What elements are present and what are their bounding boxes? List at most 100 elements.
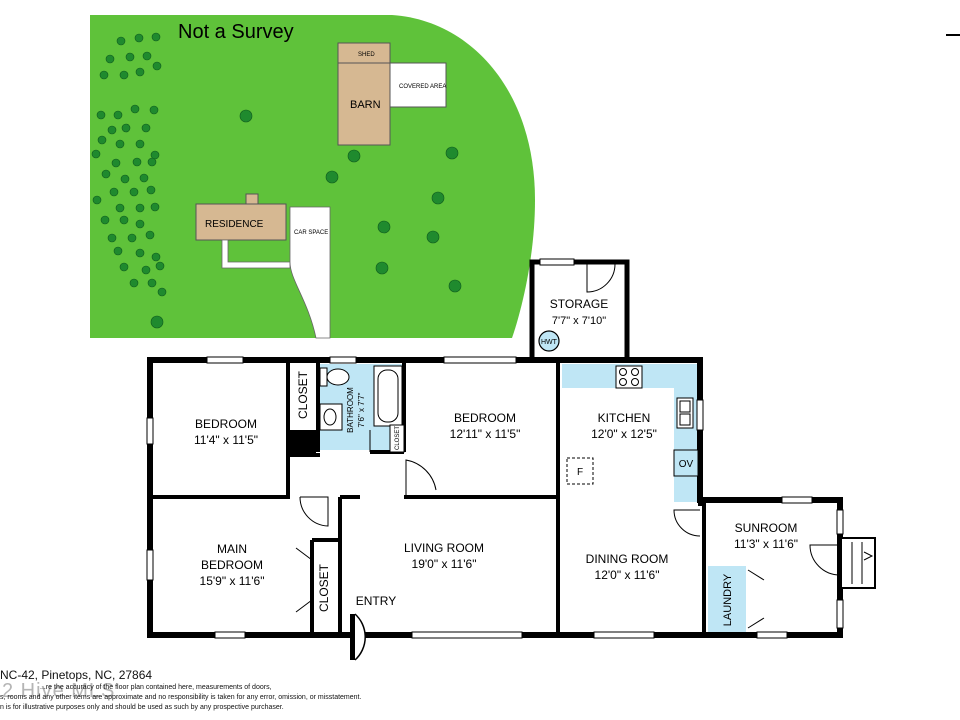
- storage-walls: [529, 259, 630, 358]
- laundry-label: LAUNDRY: [722, 573, 734, 626]
- car-space-label: CAR SPACE: [294, 230, 328, 236]
- tree-icon: [325, 170, 339, 184]
- kitchen-fixtures: [566, 365, 699, 485]
- tree-icon: [426, 230, 440, 244]
- tree-icon: [151, 32, 161, 42]
- exterior-steps: [840, 537, 876, 589]
- main-bedroom-name2: BEDROOM: [201, 558, 263, 572]
- tree-icon: [377, 220, 391, 234]
- main-bedroom-name1: MAIN: [217, 542, 247, 556]
- tree-icon: [139, 173, 149, 183]
- tree-icon: [97, 135, 107, 145]
- shed-label: SHED: [358, 52, 375, 58]
- tree-icon: [146, 185, 156, 195]
- tree-icon: [119, 70, 129, 80]
- tree-icon: [121, 123, 131, 133]
- tree-icon: [157, 287, 167, 297]
- tree-icon: [151, 252, 161, 262]
- bedroom1-dims: 11'4" x 11'5": [194, 433, 258, 447]
- tree-icon: [135, 248, 145, 258]
- fridge-label: F: [577, 467, 583, 478]
- entry-label: ENTRY: [356, 594, 396, 608]
- living-room-dims: 19'0" x 11'6": [412, 557, 477, 571]
- tree-icon: [147, 157, 157, 167]
- dining-room-dims: 12'0" x 11'6": [595, 568, 660, 582]
- room-labels: STORAGE 7'7" x 7'10" BEDROOM 11'4" x 11'…: [194, 297, 798, 626]
- tree-icon: [135, 203, 145, 213]
- bedroom1-name: BEDROOM: [195, 417, 257, 431]
- bathroom-name: BATHROOM: [346, 387, 355, 433]
- footer-disclaimer-2: s, rooms and any other items are approxi…: [0, 694, 362, 701]
- barn-label: BARN: [350, 99, 381, 111]
- entry-door[interactable]: [350, 613, 366, 661]
- tree-icon: [109, 187, 119, 197]
- tree-icon: [119, 215, 129, 225]
- site-plan: Not a Survey SHED BARN COVERED AREA RESI…: [90, 15, 535, 339]
- closet1-label: CLOSET: [296, 370, 310, 419]
- tree-icon: [150, 202, 160, 212]
- closet2-box: [389, 424, 405, 453]
- living-room-name: LIVING ROOM: [404, 541, 484, 555]
- tree-icon: [119, 262, 129, 272]
- tree-icon: [145, 230, 155, 240]
- sunroom-dims: 11'3" x 11'6": [734, 537, 798, 551]
- tree-icon: [107, 125, 117, 135]
- floor-plan: HWT: [146, 258, 876, 661]
- fridge-outline: [566, 457, 594, 485]
- tree-icon: [132, 157, 142, 167]
- tree-icon: [142, 51, 152, 61]
- barn-building: [337, 62, 391, 146]
- water-heater-icon: [538, 330, 560, 352]
- range-cooktop: [615, 365, 643, 389]
- closet3-label: CLOSET: [317, 563, 331, 612]
- tree-icon: [91, 149, 101, 159]
- covered-area: [389, 62, 447, 108]
- residence-chimney: [245, 193, 259, 205]
- laundry-area: [708, 566, 746, 632]
- tree-icon: [147, 278, 157, 288]
- driveway: [289, 206, 331, 339]
- tree-icon: [150, 315, 164, 329]
- bathroom-dims: 7'6" x 7'7": [357, 392, 366, 427]
- tree-icon: [111, 158, 121, 168]
- storage-door-swing: [586, 263, 616, 293]
- tree-icon: [101, 169, 111, 179]
- footer-disclaimer-1: ...re the accuracy of the floor plan con…: [40, 684, 272, 691]
- toilet-tank: [319, 367, 328, 387]
- tree-icon: [96, 110, 106, 120]
- tree-icon: [100, 215, 110, 225]
- residence-building: [195, 203, 287, 241]
- closet2-label: CLOSET: [395, 426, 401, 450]
- tree-icon: [113, 110, 123, 120]
- sink-bowl: [323, 408, 337, 426]
- kitchen-dims: 12'0" x 12'5": [591, 427, 657, 441]
- bedroom2-name: BEDROOM: [454, 411, 516, 425]
- tree-icon: [113, 246, 123, 256]
- chimney-block: [288, 430, 316, 454]
- residence-label: RESIDENCE: [205, 219, 264, 230]
- oven: [673, 449, 699, 477]
- tree-icon: [347, 149, 361, 163]
- storage-window: [539, 258, 575, 266]
- tree-icon: [105, 54, 115, 64]
- tree-group: [91, 32, 462, 329]
- storage-dims: 7'7" x 7'10": [552, 315, 606, 327]
- tree-icon: [445, 146, 459, 160]
- tree-icon: [115, 203, 125, 213]
- tree-icon: [431, 191, 445, 205]
- doors: [295, 430, 841, 629]
- main-bedroom-dims: 15'9" x 11'6": [200, 574, 265, 588]
- tree-icon: [135, 219, 145, 229]
- tree-icon: [120, 174, 130, 184]
- edge-mark: [946, 34, 960, 36]
- tree-icon: [448, 279, 462, 293]
- tree-icon: [130, 104, 140, 114]
- tree-icon: [129, 187, 139, 197]
- footer-watermark: 2 Hive MLS: [2, 680, 116, 702]
- exterior-walls: [147, 357, 843, 638]
- windows: [146, 356, 844, 639]
- tree-icon: [107, 233, 117, 243]
- tree-icon: [92, 195, 102, 205]
- tree-icon: [127, 233, 137, 243]
